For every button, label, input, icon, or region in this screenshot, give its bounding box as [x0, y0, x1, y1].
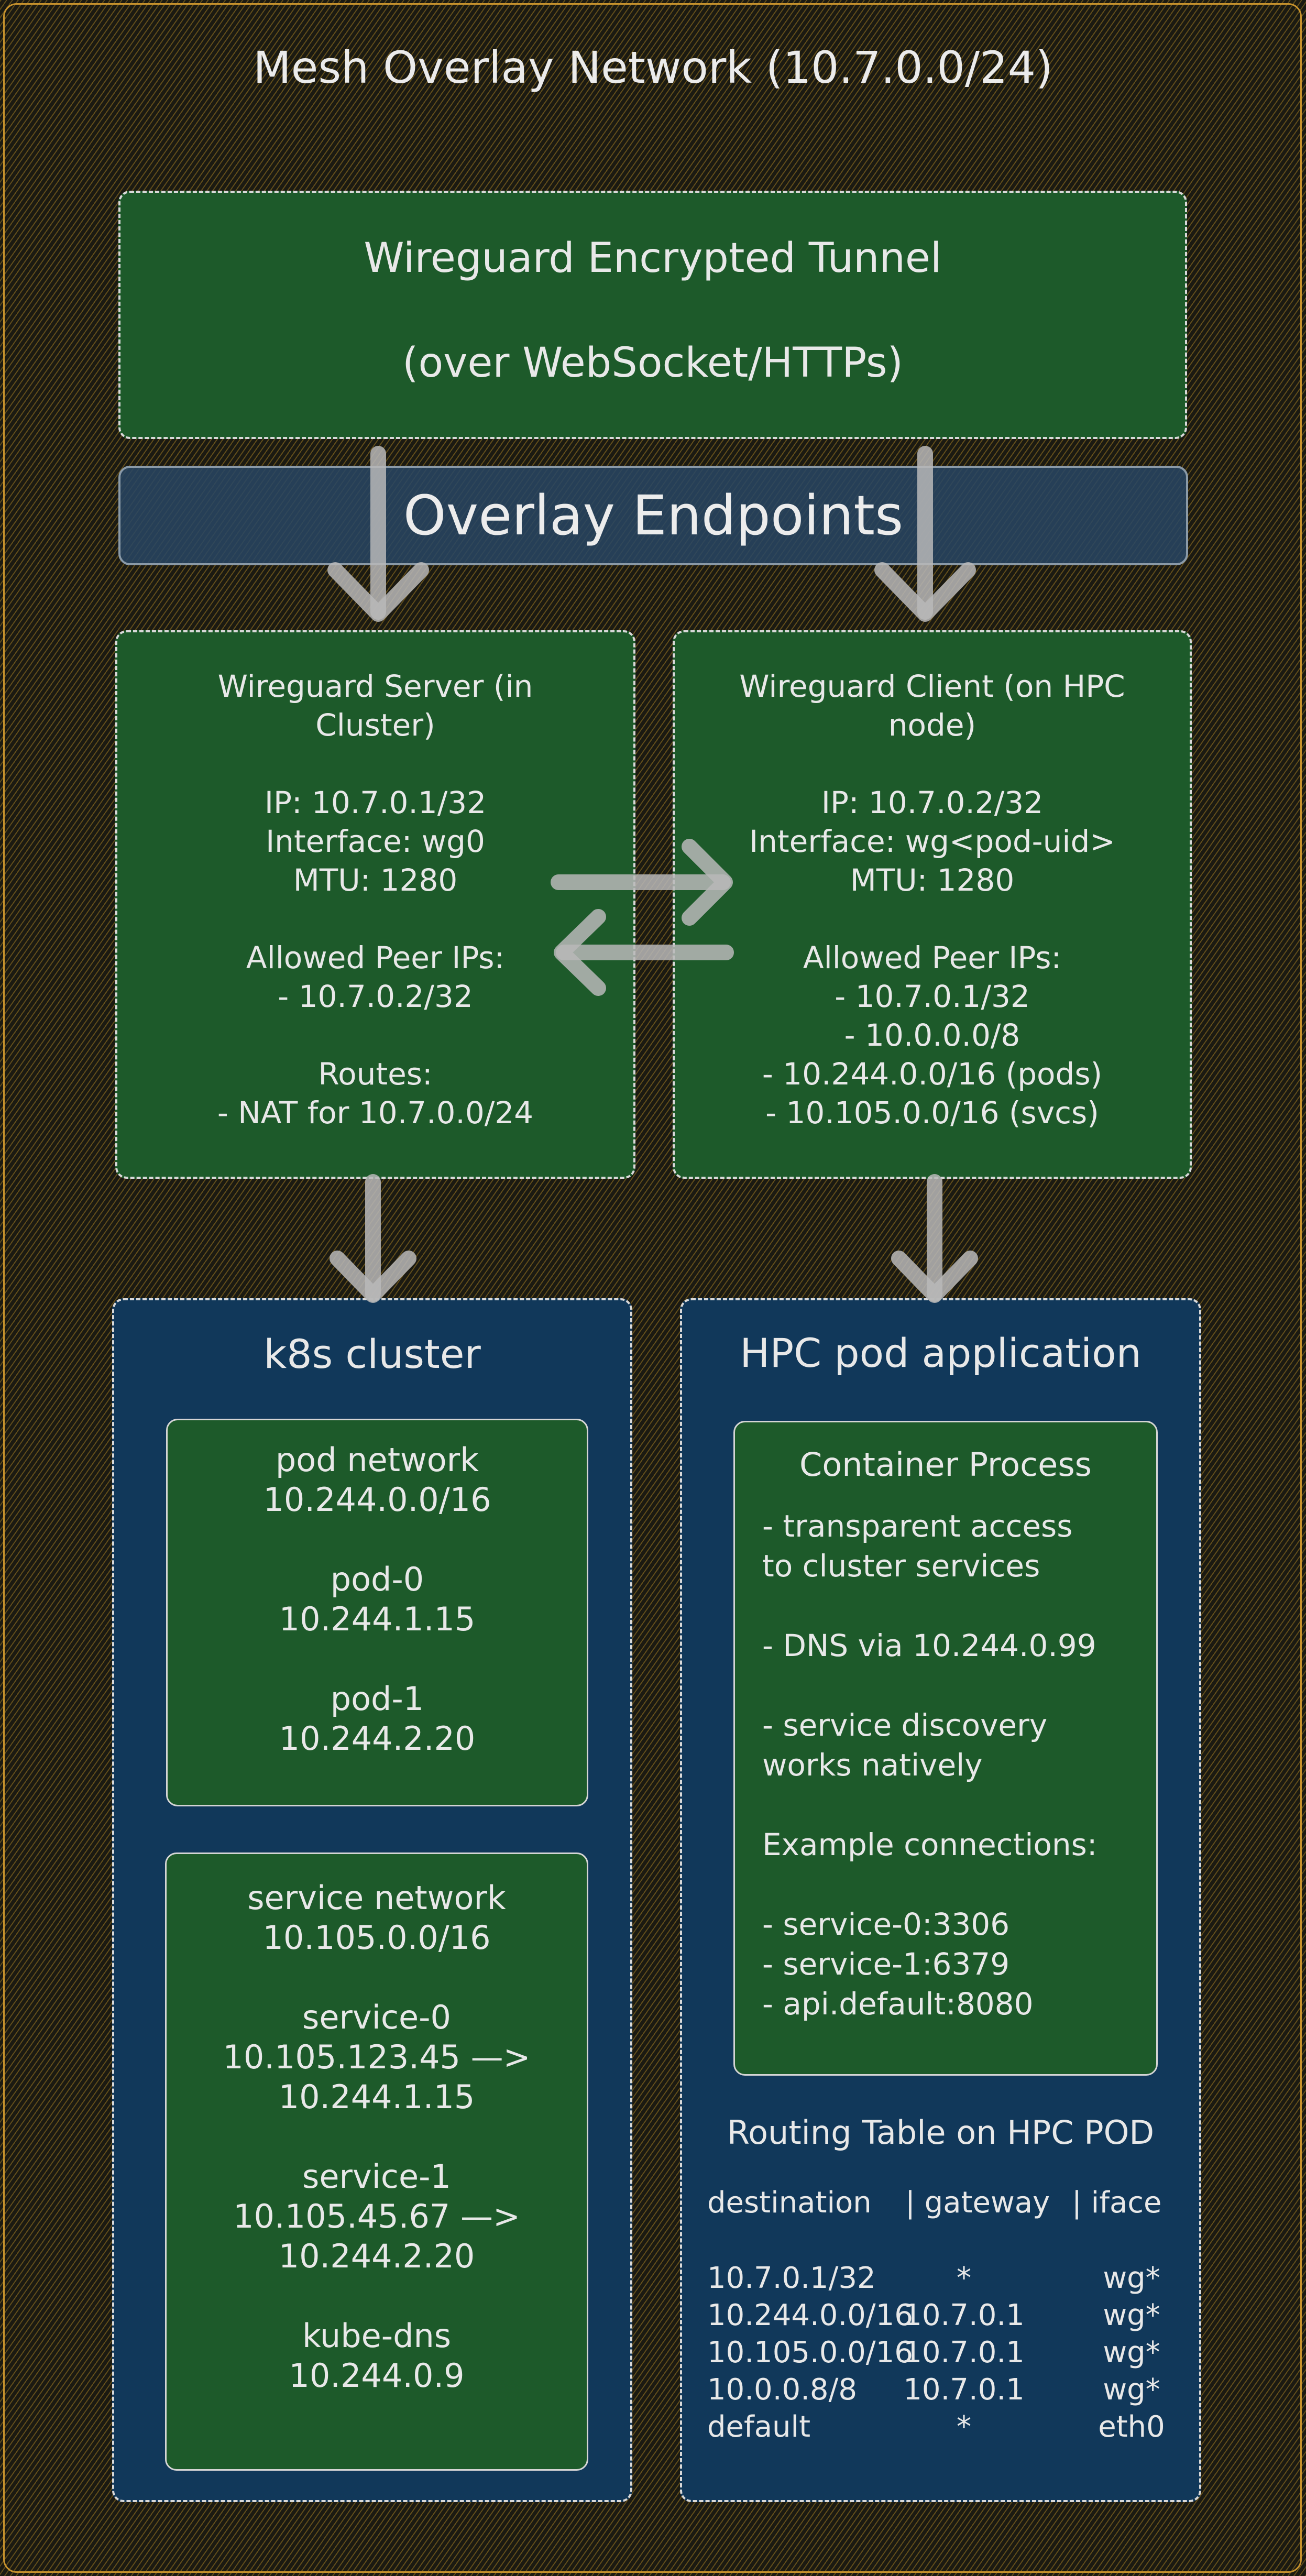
routing-cell-destination: 10.7.0.1/32 [707, 2261, 876, 2295]
container-process-box: Container Process - transparent access t… [733, 1421, 1158, 2076]
tunnel-to-client-arrow [874, 446, 976, 622]
routing-cell-gateway: * [957, 2261, 971, 2295]
routing-cell-destination: 10.244.0.0/16 [707, 2298, 913, 2332]
routing-cell-destination: 10.0.0.8/8 [707, 2373, 858, 2407]
service-network-box: service network 10.105.0.0/16 service-0 … [165, 1852, 588, 2471]
wireguard-client-details: Wireguard Client (on HPC node) IP: 10.7.… [739, 668, 1125, 1131]
routing-table-title: Routing Table on HPC POD [727, 2113, 1155, 2152]
routing-cell-iface: wg* [1103, 2336, 1160, 2370]
service-network-details: service network 10.105.0.0/16 service-0 … [223, 1879, 531, 2395]
tunnel-title: Wireguard Encrypted Tunnel [364, 235, 942, 282]
k8s-cluster-title: k8s cluster [264, 1331, 481, 1377]
routing-header-gateway: | gateway [905, 2186, 1050, 2220]
pod-network-box: pod network 10.244.0.0/16 pod-0 10.244.1… [166, 1419, 588, 1806]
routing-cell-iface: wg* [1103, 2373, 1160, 2407]
routing-table: destination | gateway | iface 10.7.0.1/3… [707, 2186, 1179, 2447]
routing-cell-gateway: 10.7.0.1 [903, 2373, 1025, 2407]
client-to-server-arrow [554, 909, 734, 996]
wireguard-client-box: Wireguard Client (on HPC node) IP: 10.7.… [673, 630, 1192, 1179]
routing-table-row: default * eth0 [707, 2410, 1179, 2447]
routing-cell-iface: eth0 [1098, 2410, 1165, 2444]
hpc-pod-application-box: HPC pod application Container Process - … [680, 1298, 1201, 2502]
pod-network-details: pod network 10.244.0.0/16 pod-0 10.244.1… [263, 1441, 491, 1758]
tunnel-to-server-arrow [327, 446, 429, 622]
overlay-endpoints-label: Overlay Endpoints [403, 484, 904, 547]
routing-header-iface: | iface [1072, 2186, 1162, 2220]
server-to-client-arrow [551, 839, 733, 926]
routing-table-row: 10.7.0.1/32 * wg* [707, 2261, 1179, 2298]
routing-table-row: 10.0.0.8/8 10.7.0.1 wg* [707, 2373, 1179, 2410]
routing-cell-destination: default [707, 2410, 811, 2444]
client-to-hpc-arrow [891, 1174, 978, 1303]
tunnel-subtitle: (over WebSocket/HTTPs) [402, 339, 903, 387]
routing-cell-gateway: 10.7.0.1 [903, 2336, 1025, 2370]
outer-frame [3, 3, 1302, 2573]
wireguard-server-details: Wireguard Server (in Cluster) IP: 10.7.0… [217, 668, 534, 1131]
routing-header-destination: destination [707, 2186, 872, 2220]
wireguard-server-box: Wireguard Server (in Cluster) IP: 10.7.0… [115, 630, 635, 1179]
routing-table-header: destination | gateway | iface [707, 2186, 1179, 2226]
routing-cell-iface: wg* [1103, 2261, 1160, 2295]
encrypted-tunnel-box: Wireguard Encrypted Tunnel (over WebSock… [118, 191, 1187, 439]
diagram-title: Mesh Overlay Network (10.7.0.0/24) [253, 42, 1053, 93]
routing-cell-iface: wg* [1103, 2298, 1160, 2332]
routing-cell-destination: 10.105.0.0/16 [707, 2336, 913, 2370]
hpc-pod-application-title: HPC pod application [740, 1330, 1142, 1376]
server-to-cluster-arrow [330, 1174, 416, 1303]
routing-cell-gateway: * [957, 2410, 971, 2444]
routing-cell-gateway: 10.7.0.1 [903, 2298, 1025, 2332]
container-process-details: - transparent access to cluster services… [762, 1508, 1098, 2022]
overlay-endpoints-banner: Overlay Endpoints [118, 466, 1188, 565]
container-process-title: Container Process [799, 1445, 1092, 1484]
k8s-cluster-box: k8s cluster pod network 10.244.0.0/16 po… [112, 1298, 632, 2502]
